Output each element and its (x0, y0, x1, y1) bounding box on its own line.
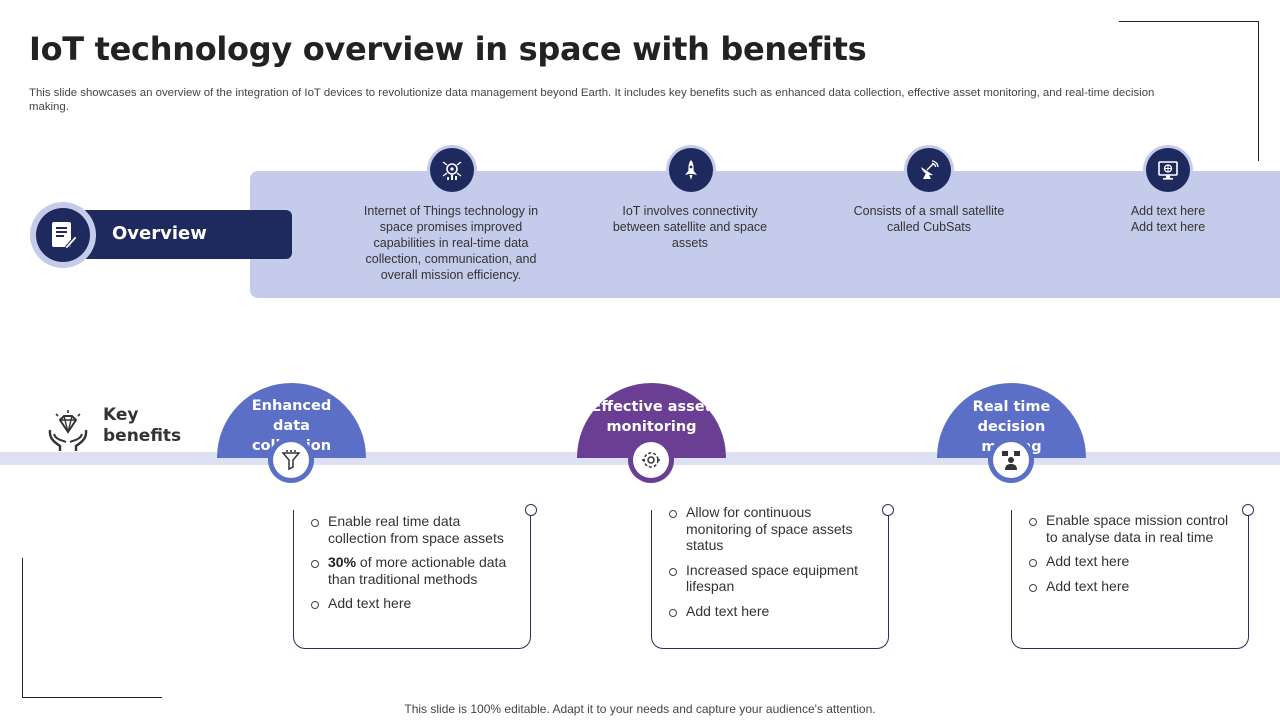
benefit-3-point-1-text: Enable space mission control to analyse … (1046, 512, 1229, 545)
iot-chart-icon (442, 161, 462, 180)
benefit-2-point-3-text: Add text here (686, 602, 770, 619)
monitor-globe-icon (1158, 161, 1178, 180)
overview-item-1-icon-ring (427, 145, 477, 195)
page-title: IoT technology overview in space with be… (29, 30, 867, 68)
benefit-3-card: Enable space mission control to analyse … (1011, 510, 1249, 649)
benefit-1-point-2: 30% of more actionable data than traditi… (310, 554, 520, 587)
corner-line-bottom-left-vertical (22, 558, 23, 698)
overview-item-3-text: Consists of a small satellite called Cub… (853, 204, 1005, 234)
benefit-3-point-2: Add text here (1028, 553, 1238, 570)
corner-line-top-right-vertical (1258, 21, 1259, 161)
decision-person-icon (1002, 451, 1020, 470)
benefit-3-point-3: Add text here (1028, 578, 1238, 595)
corner-line-bottom-left-horizontal (22, 697, 162, 698)
overview-item-2-text: IoT involves connectivity between satell… (612, 204, 768, 250)
benefit-2-point-1-text: Allow for continuous monitoring of space… (686, 504, 853, 553)
benefit-2-card-dot (882, 504, 894, 516)
key-benefits-label-text: Key benefits (103, 405, 182, 446)
benefit-2-point-2: Increased space equipment lifespan (668, 562, 878, 595)
benefit-1-icon-ring (268, 437, 314, 483)
monitoring-gear-icon (642, 452, 660, 468)
page-subtitle: This slide showcases an overview of the … (29, 87, 1155, 113)
benefit-1-card: Enable real time data collection from sp… (293, 510, 531, 649)
benefit-3-point-2-text: Add text here (1046, 553, 1130, 569)
benefit-3-card-dot (1242, 504, 1254, 516)
benefit-3-point-1: Enable space mission control to analyse … (1028, 512, 1238, 545)
overview-item-3-icon-ring (904, 145, 954, 195)
benefit-1-card-dot (525, 504, 537, 516)
benefit-3-point-3-text: Add text here (1046, 577, 1130, 594)
benefit-1-point-2-text: of more actionable data than traditional… (328, 554, 507, 587)
benefit-2-card: Allow for continuous monitoring of space… (651, 504, 889, 649)
satellite-dish-icon (921, 160, 939, 179)
overview-item-1-text: Internet of Things technology in space p… (363, 204, 539, 282)
benefit-1-point-2-prefix: 30% (328, 554, 357, 570)
overview-item-4-icon-ring (1143, 145, 1193, 195)
benefit-2-point-3: Add text here (668, 603, 878, 620)
benefit-1-point-1-text: Enable real time data collection from sp… (328, 513, 504, 546)
benefit-1-points: Enable real time data collection from sp… (310, 513, 520, 620)
corner-line-top-right-horizontal (1119, 21, 1259, 22)
funnel-icon (281, 450, 301, 471)
overview-label-bar (60, 210, 292, 259)
overview-item-4-text: Add text here Add text here (1130, 204, 1206, 234)
overview-label: Overview (112, 223, 207, 244)
benefit-2-point-1: Allow for continuous monitoring of space… (668, 504, 878, 554)
benefit-2-points: Allow for continuous monitoring of space… (668, 504, 878, 627)
overview-band (250, 171, 1280, 298)
benefit-2-title: Effective asset monitoring (591, 399, 712, 435)
benefit-1-point-1: Enable real time data collection from sp… (310, 513, 520, 546)
footer-note: This slide is 100% editable. Adapt it to… (404, 702, 876, 716)
document-edit-icon (52, 222, 78, 250)
rocket-icon (685, 160, 697, 180)
overview-icon-circle (36, 208, 90, 262)
overview-item-2-icon-ring (666, 145, 716, 195)
key-benefits-label: Key benefits (103, 405, 181, 447)
benefit-3-points: Enable space mission control to analyse … (1028, 512, 1238, 602)
benefit-1-point-3: Add text here (310, 595, 520, 612)
benefit-2-point-2-text: Increased space equipment lifespan (686, 561, 858, 595)
diamond-hands-icon (48, 410, 88, 451)
benefit-1-point-3-text: Add text here (328, 595, 412, 611)
benefit-2-icon-ring (628, 437, 674, 483)
benefit-3-icon-ring (988, 437, 1034, 483)
key-benefits-icon-wrap (46, 408, 90, 457)
